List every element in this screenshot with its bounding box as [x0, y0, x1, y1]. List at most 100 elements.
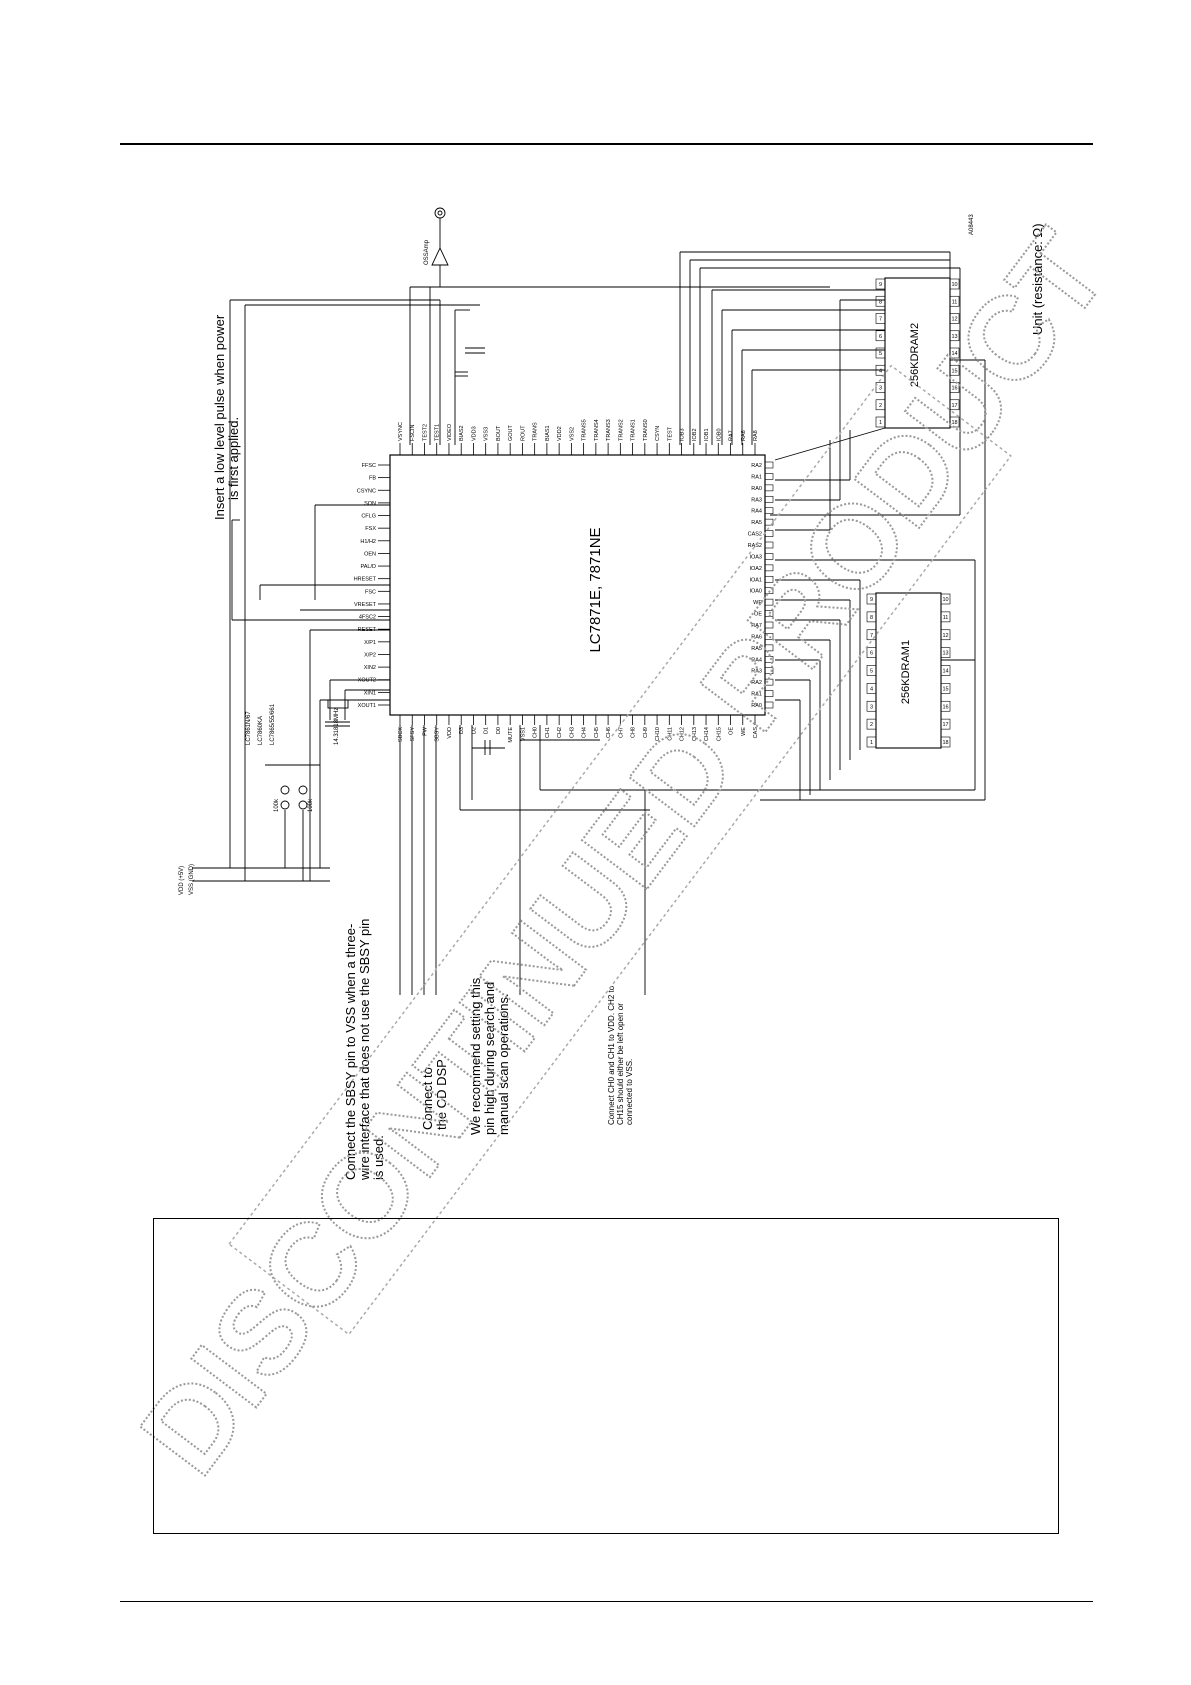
resistor-label-1: 100k — [274, 798, 280, 812]
left-pin-label: H1/H2 — [360, 539, 376, 545]
dram-pin-box — [866, 629, 877, 641]
dram-pin-box — [875, 313, 886, 324]
dram-pin-number: 13 — [951, 334, 957, 340]
bottom-pin-label: SBCK — [398, 727, 404, 742]
dram-pin-box — [866, 683, 877, 694]
bottom-pin-label: CH8 — [631, 727, 637, 738]
right-pin-label: IOA3 — [749, 554, 762, 560]
dram-pin-number: 3 — [879, 386, 882, 392]
variant-label-3: LC7865/55/661 — [270, 703, 276, 745]
variant-label-2: LC7860KA — [258, 716, 264, 745]
dram-pin-box — [949, 313, 960, 324]
bottom-pin-label: D3 — [459, 727, 465, 734]
footer-rule — [120, 1601, 1093, 1602]
left-pin-label: OEN — [364, 551, 376, 557]
right-pin-label: RA0 — [751, 703, 762, 709]
header-rule — [120, 143, 1093, 145]
dram-pin-box — [940, 700, 951, 712]
dram-pin-number: 9 — [870, 597, 873, 603]
ch-note-line3: connected to VSS. — [625, 1059, 634, 1125]
right-pin-label: RA5 — [751, 646, 762, 652]
bottom-pin-label: OE — [729, 727, 735, 735]
mute-note-line2: pin high during search and — [482, 982, 497, 1135]
dram-pin-box — [866, 736, 877, 748]
top-pin-label: TRANS0 — [643, 419, 649, 441]
top-pin-label: TRANS — [533, 422, 539, 441]
bottom-pin-label: CH7 — [618, 727, 624, 738]
dram-pin-number: 16 — [942, 704, 948, 710]
right-pin-pad — [764, 598, 774, 606]
dram-pin-number: 13 — [942, 651, 948, 657]
bottom-pin-label: D1 — [484, 727, 490, 734]
top-pin-label: VSS3 — [484, 427, 490, 441]
dram-pin-number: 1 — [870, 740, 873, 746]
dram-pin-box — [940, 736, 951, 748]
dram2-label: 256KDRAM2 — [909, 323, 921, 387]
vss-label: VSS (GND) — [189, 864, 195, 895]
dram1-label: 256KDRAM1 — [900, 640, 912, 704]
dram-pin-number: 18 — [951, 420, 957, 426]
dram-pin-box — [866, 647, 877, 658]
right-pin-pad — [764, 541, 774, 549]
right-pin-pad — [764, 655, 774, 663]
right-pin-pad — [764, 633, 774, 640]
dram-pin-number: 2 — [870, 722, 873, 728]
top-pin-label: CSYN — [655, 426, 661, 441]
top-pin-label: BIAS2 — [459, 425, 465, 441]
dram-pin-number: 2 — [879, 403, 882, 409]
unit-note: Unit (resistance: Ω) — [1030, 223, 1045, 335]
top-pin-label: ROUT — [520, 425, 526, 441]
left-pin-label: FSC — [365, 589, 376, 595]
notes-box — [153, 1218, 1059, 1534]
sbsy-note-line1: Connect the SBSY pin to VSS when a three… — [343, 924, 358, 1180]
dram-pin-box — [875, 347, 886, 359]
dram-pin-number: 10 — [951, 282, 957, 288]
dram-pin-box — [866, 665, 877, 676]
dram-pin-box — [940, 683, 951, 694]
figure-code: A08443 — [969, 214, 975, 235]
dram-pin-number: 11 — [952, 299, 958, 305]
top-pin-label: VSYNC — [398, 422, 404, 441]
top-pin-label: IOB1 — [704, 428, 710, 441]
left-pin-label: X/P2 — [364, 652, 376, 658]
dram-pin-box — [875, 295, 886, 307]
bottom-pin-label: CAS — [753, 727, 759, 739]
bottom-pin-label: CH9 — [643, 727, 649, 738]
right-pin-pad — [764, 484, 774, 492]
dram-pin-number: 5 — [879, 351, 882, 357]
reset-note-line2: is first applied. — [226, 417, 241, 500]
dram-pin-number: 7 — [870, 633, 873, 639]
bottom-pin-label: PW — [422, 726, 428, 736]
top-pin-label: VSS2 — [569, 427, 575, 441]
right-pin-pad — [764, 644, 774, 652]
dram-pin-number: 10 — [942, 597, 948, 603]
vdd-label: VDD (+5V) — [179, 866, 185, 895]
right-pin-pad — [764, 530, 774, 537]
top-pin-label: TRANS4 — [594, 419, 600, 441]
right-pin-pad — [764, 473, 774, 480]
left-pin-label: XOUT2 — [358, 678, 376, 684]
top-pin-label: TEST1 — [435, 424, 441, 441]
bottom-pin-label: CH10 — [655, 727, 661, 741]
dram-pin-number: 1 — [879, 420, 882, 426]
dram-pin-box — [949, 382, 960, 393]
crystal-label: 14.31818MHz — [334, 708, 340, 745]
dram-pin-number: 12 — [942, 633, 948, 639]
dram-pin-box — [940, 718, 951, 730]
dram-pin-box — [949, 278, 960, 290]
left-pin-label: FFSC — [362, 463, 376, 469]
dram-pin-box — [940, 593, 951, 605]
top-pin-label: TEST — [667, 426, 673, 441]
dram-pin-number: 14 — [951, 351, 957, 357]
left-pin-label: XOUT1 — [358, 703, 376, 709]
right-pin-label: WE — [753, 600, 762, 606]
dram-pin-box — [949, 347, 960, 359]
dram-pin-box — [866, 593, 877, 605]
right-pin-label: RA5 — [751, 520, 762, 526]
right-pin-label: IOA0 — [749, 589, 762, 595]
dram-pin-number: 4 — [870, 686, 873, 692]
dram-pin-number: 9 — [879, 282, 882, 288]
dram-pin-box — [875, 382, 886, 393]
